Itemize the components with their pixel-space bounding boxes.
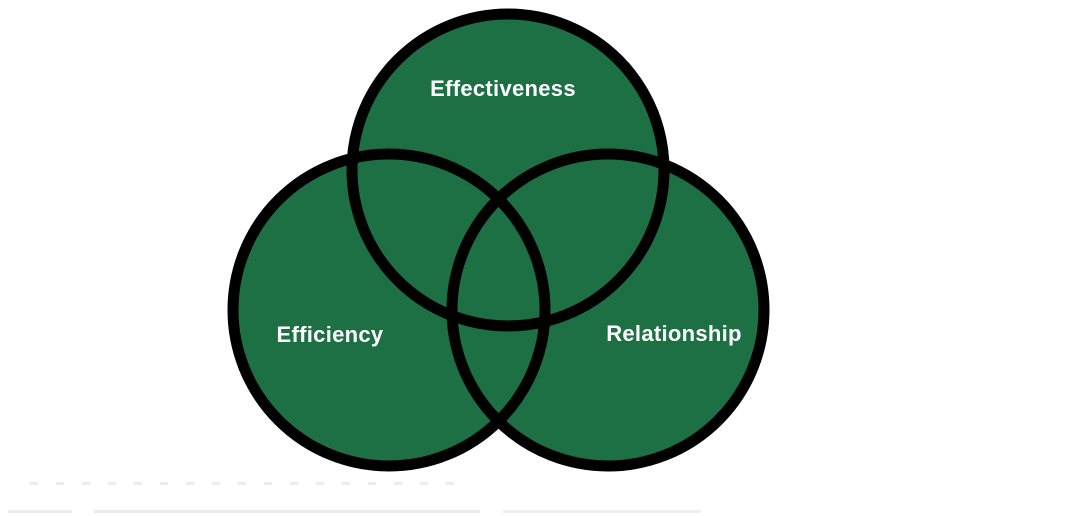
venn-circle-outline-efficiency bbox=[227, 148, 551, 472]
venn-circle-outline-relationship bbox=[446, 148, 770, 472]
faint-artifact-line bbox=[94, 510, 480, 513]
faint-artifact-dotted-line bbox=[30, 482, 470, 485]
venn-label-effectiveness: Effectiveness bbox=[430, 76, 576, 101]
venn-label-relationship: Relationship bbox=[606, 321, 742, 346]
faint-artifact-line bbox=[8, 510, 72, 513]
venn-label-efficiency: Efficiency bbox=[276, 322, 384, 347]
faint-artifact-line bbox=[503, 510, 701, 513]
